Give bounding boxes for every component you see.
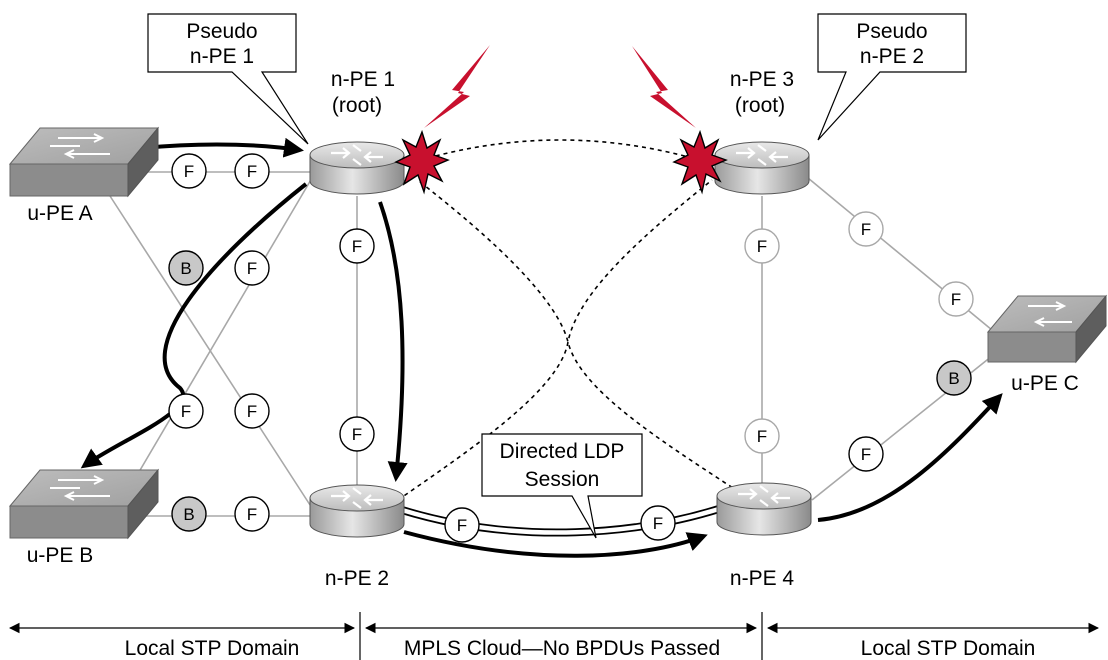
port-b-upeA-diag: B	[168, 250, 204, 286]
svg-text:F: F	[181, 402, 191, 421]
label-npe1-role: (root)	[332, 94, 382, 117]
arrow-npe4-to-upeC	[817, 393, 1003, 522]
svg-text:Directed LDP: Directed LDP	[500, 440, 625, 463]
domain-label-right: Local STP Domain	[861, 637, 1036, 660]
pw-npe2-npe3	[397, 179, 713, 501]
router-icon	[714, 141, 810, 195]
svg-text:F: F	[861, 220, 871, 239]
lightning-icon	[632, 46, 696, 128]
label-npe3: n-PE 3	[730, 68, 794, 91]
port-states: F F B F F F B F	[168, 153, 974, 543]
router-icon	[716, 482, 812, 536]
domain-label-middle: MPLS Cloud—No BPDUs Passed	[404, 637, 720, 660]
port-f-npe4-upeC: F	[848, 436, 884, 472]
switch-icon	[8, 468, 160, 540]
svg-text:B: B	[183, 505, 194, 524]
domain-scale	[8, 612, 1100, 660]
router-npe3	[714, 141, 810, 195]
arrow-npe2-to-npe4	[403, 530, 708, 558]
port-f-upeB-2: F	[234, 496, 270, 532]
arrow-npe1-to-npe2	[378, 201, 408, 482]
svg-text:Session: Session	[525, 468, 600, 491]
switch-upeC	[986, 294, 1108, 364]
domain-label-left: Local STP Domain	[125, 637, 300, 660]
port-f-npe3-down: F	[744, 228, 780, 264]
traffic-arrows	[80, 137, 1003, 558]
svg-text:F: F	[757, 237, 767, 256]
callout-pseudo-npe1: Pseudo n-PE 1	[147, 13, 309, 145]
svg-text:F: F	[184, 162, 194, 181]
svg-text:F: F	[352, 237, 362, 256]
svg-text:F: F	[247, 162, 257, 181]
failure-burst-right	[672, 129, 728, 195]
svg-text:F: F	[247, 259, 257, 278]
svg-text:B: B	[948, 369, 959, 388]
label-npe1: n-PE 1	[331, 68, 395, 91]
failure-burst-left	[394, 129, 450, 195]
arrow-upeA-to-npe1	[141, 137, 304, 158]
svg-text:F: F	[653, 514, 663, 533]
lightning-icon	[424, 45, 490, 128]
failure-burst-icon	[394, 129, 450, 195]
svg-text:Pseudo: Pseudo	[186, 20, 257, 43]
switch-icon	[986, 294, 1108, 364]
switch-icon	[8, 126, 160, 198]
port-b-upeC: B	[936, 360, 972, 396]
port-f-npe1-down: F	[339, 228, 375, 264]
label-upeC: u-PE C	[1011, 372, 1079, 395]
svg-text:B: B	[180, 259, 191, 278]
port-f-npe2-up: F	[339, 416, 375, 452]
lightning-right	[632, 46, 696, 128]
port-f-npe3-upeC-2: F	[938, 281, 974, 317]
svg-text:n-PE 1: n-PE 1	[190, 45, 254, 68]
svg-text:Pseudo: Pseudo	[856, 20, 927, 43]
svg-text:F: F	[861, 445, 871, 464]
svg-text:F: F	[457, 516, 467, 535]
svg-text:F: F	[247, 505, 257, 524]
svg-text:n-PE 2: n-PE 2	[860, 45, 924, 68]
switch-upeB	[8, 468, 160, 540]
switch-upeA	[8, 126, 160, 198]
svg-text:F: F	[757, 427, 767, 446]
pseudowires	[397, 139, 737, 501]
port-b-upeB: B	[171, 496, 207, 532]
router-npe4	[716, 482, 812, 536]
router-icon	[309, 141, 405, 195]
label-npe4: n-PE 4	[730, 567, 795, 590]
link-upeA-npe2	[109, 195, 313, 509]
pw-npe1-npe3	[427, 139, 693, 159]
label-npe3-role: (root)	[735, 94, 785, 117]
port-f-upeB-diag: F	[168, 393, 204, 429]
router-npe1	[309, 141, 405, 195]
port-f-npe4-ldp: F	[640, 505, 676, 541]
router-npe2	[309, 484, 405, 538]
label-npe2: n-PE 2	[325, 567, 389, 590]
port-f-npe1-diag: F	[234, 250, 270, 286]
port-f-npe2-diag: F	[234, 393, 270, 429]
router-icon	[309, 484, 405, 538]
link-npe1-upeB	[125, 177, 313, 495]
arrow-npe1-to-upeB	[80, 182, 308, 469]
lightning-left	[424, 45, 490, 128]
svg-text:F: F	[247, 402, 257, 421]
callout-directed-ldp: Directed LDP Session	[481, 433, 643, 539]
callout-pseudo-npe2: Pseudo n-PE 2	[817, 13, 967, 141]
port-f-upeA-2: F	[234, 153, 270, 189]
port-f-upeA-1: F	[171, 153, 207, 189]
failure-burst-icon	[672, 129, 728, 195]
svg-text:F: F	[951, 290, 961, 309]
svg-text:F: F	[352, 425, 362, 444]
label-upeA: u-PE A	[27, 202, 92, 225]
port-f-npe2-ldp: F	[444, 507, 480, 543]
port-f-npe3-upeC-1: F	[848, 211, 884, 247]
port-f-npe4-up: F	[744, 418, 780, 454]
label-upeB: u-PE B	[27, 544, 94, 567]
